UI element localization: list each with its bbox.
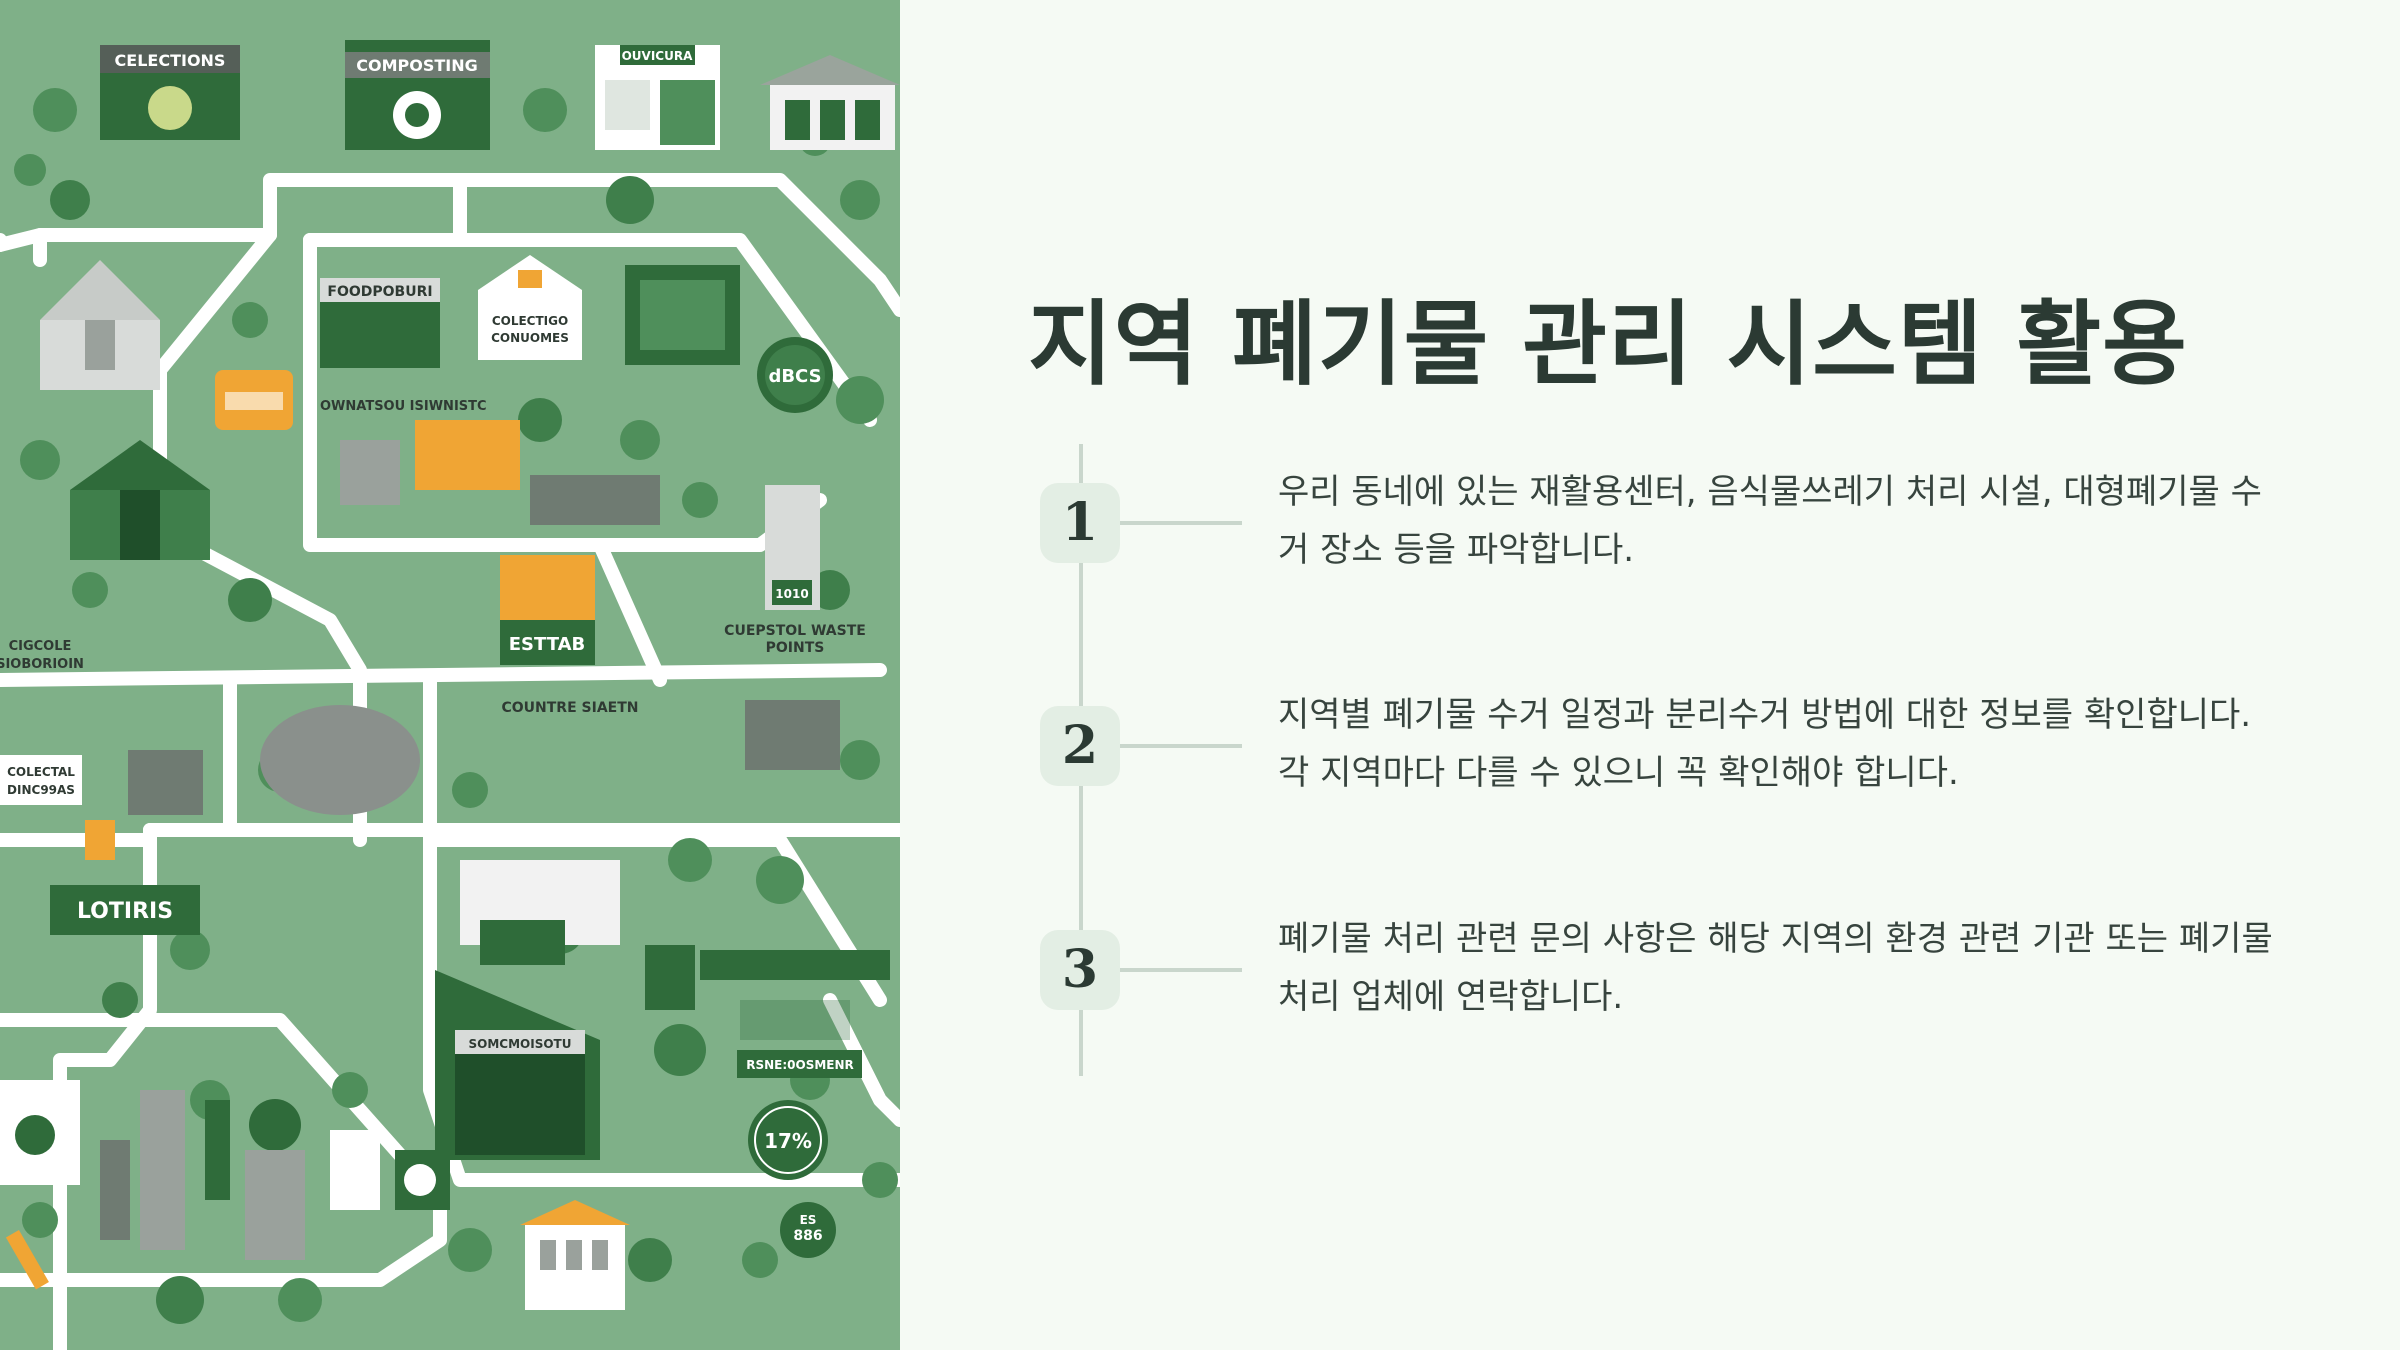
bottom-house: [520, 1200, 630, 1310]
svg-text:dBCS: dBCS: [768, 366, 821, 387]
bottom-sign: SOMCMOISOTU: [435, 970, 600, 1160]
svg-text:886: 886: [793, 1228, 822, 1244]
estab-sign: ESTTAB: [500, 555, 595, 665]
step-connector: [1120, 521, 1242, 525]
svg-text:RSNE:0OSMENR: RSNE:0OSMENR: [746, 1058, 854, 1072]
step-text: 폐기물 처리 관련 문의 사항은 해당 지역의 환경 관련 기관 또는 폐기물 …: [1278, 919, 2273, 1017]
svg-text:COMPOSTING: COMPOSTING: [356, 56, 478, 75]
collections-sign: CELECTIONS: [100, 45, 240, 140]
small-badge: ES 886: [780, 1202, 836, 1258]
svg-text:POINTS: POINTS: [766, 640, 825, 656]
right-barn: [645, 945, 890, 1040]
barn: [40, 260, 160, 390]
svg-text:CONUOMES: CONUOMES: [491, 331, 569, 345]
svg-text:ESTTAB: ESTTAB: [509, 634, 585, 655]
foodpoburi-sign: FOODPOBURI: [320, 278, 440, 368]
waste-tower: 1010 CUEPSTOL WASTE POINTS: [724, 485, 866, 656]
svg-text:COLECTAL: COLECTAL: [7, 765, 75, 779]
svg-text:17%: 17%: [764, 1129, 812, 1153]
page-title: 지역 폐기물 관리 시스템 활용: [1028, 291, 2188, 398]
bottom-left-structures: [0, 1080, 450, 1290]
orange-truck: [215, 370, 293, 430]
house: [760, 55, 900, 150]
step-connector: [1120, 968, 1242, 972]
center-rock: COUNTRE SIAETN: [260, 700, 840, 815]
roads: [0, 173, 900, 1350]
svg-text:1010: 1010: [775, 587, 808, 601]
step-text: 지역별 폐기물 수거 일정과 분리수거 방법에 대한 정보를 확인합니다. 각 …: [1278, 695, 2252, 793]
svg-text:DINC99AS: DINC99AS: [7, 783, 75, 797]
step-3: 3 폐기물 처리 관련 문의 사항은 해당 지역의 환경 관련 기관 또는 폐기…: [900, 910, 2400, 1030]
left-label: CIGCOLE SIOBORIOIN: [0, 639, 84, 672]
svg-text:CUEPSTOL WASTE: CUEPSTOL WASTE: [724, 623, 866, 639]
step-text: 우리 동네에 있는 재활용센터, 음식물쓰레기 처리 시설, 대형폐기물 수거 …: [1278, 472, 2262, 570]
ouvicura-building: OUVICURA: [595, 45, 720, 150]
svg-text:LOTIRIS: LOTIRIS: [77, 899, 173, 924]
green-building: [625, 265, 740, 365]
svg-text:CELECTIONS: CELECTIONS: [115, 51, 226, 70]
collection-house: COLECTIGO CONUOMES: [478, 255, 582, 360]
collectal-sign: COLECTAL DINC99AS: [0, 750, 203, 860]
svg-text:CIGCOLE: CIGCOLE: [9, 639, 72, 654]
step-2: 2 지역별 폐기물 수거 일정과 분리수거 방법에 대한 정보를 확인합니다. …: [900, 686, 2400, 806]
green-barn: [70, 440, 210, 560]
right-sign: RSNE:0OSMENR: [737, 1050, 862, 1078]
svg-text:SIOBORIOIN: SIOBORIOIN: [0, 657, 84, 672]
percentage-badge: 17%: [748, 1100, 828, 1180]
step-connector: [1120, 744, 1242, 748]
svg-text:SOMCMOISOTU: SOMCMOISOTU: [469, 1037, 572, 1051]
slide-content: 지역 폐기물 관리 시스템 활용 1 우리 동네에 있는 재활용센터, 음식물쓰…: [900, 0, 2400, 1350]
round-badge: dBCS: [757, 337, 833, 413]
lotiris-sign: LOTIRIS: [50, 885, 200, 935]
composting-sign: COMPOSTING: [345, 40, 490, 150]
step-number-badge: 3: [1040, 930, 1120, 1010]
svg-text:COLECTIGO: COLECTIGO: [492, 314, 568, 328]
step-1: 1 우리 동네에 있는 재활용센터, 음식물쓰레기 처리 시설, 대형폐기물 수…: [900, 463, 2400, 583]
white-building: [460, 860, 620, 965]
map-illustration: CELECTIONS COMPOSTING OUVICURA: [0, 0, 900, 1350]
svg-text:COUNTRE SIAETN: COUNTRE SIAETN: [502, 700, 639, 716]
svg-text:OWNATSOU ISIWNISTC: OWNATSOU ISIWNISTC: [320, 399, 487, 414]
step-number-badge: 1: [1040, 483, 1120, 563]
svg-text:OUVICURA: OUVICURA: [622, 49, 693, 63]
svg-text:ES: ES: [800, 1213, 817, 1227]
svg-text:FOODPOBURI: FOODPOBURI: [327, 284, 432, 300]
step-number-badge: 2: [1040, 706, 1120, 786]
owners-area: OWNATSOU ISIWNISTC: [320, 399, 660, 525]
